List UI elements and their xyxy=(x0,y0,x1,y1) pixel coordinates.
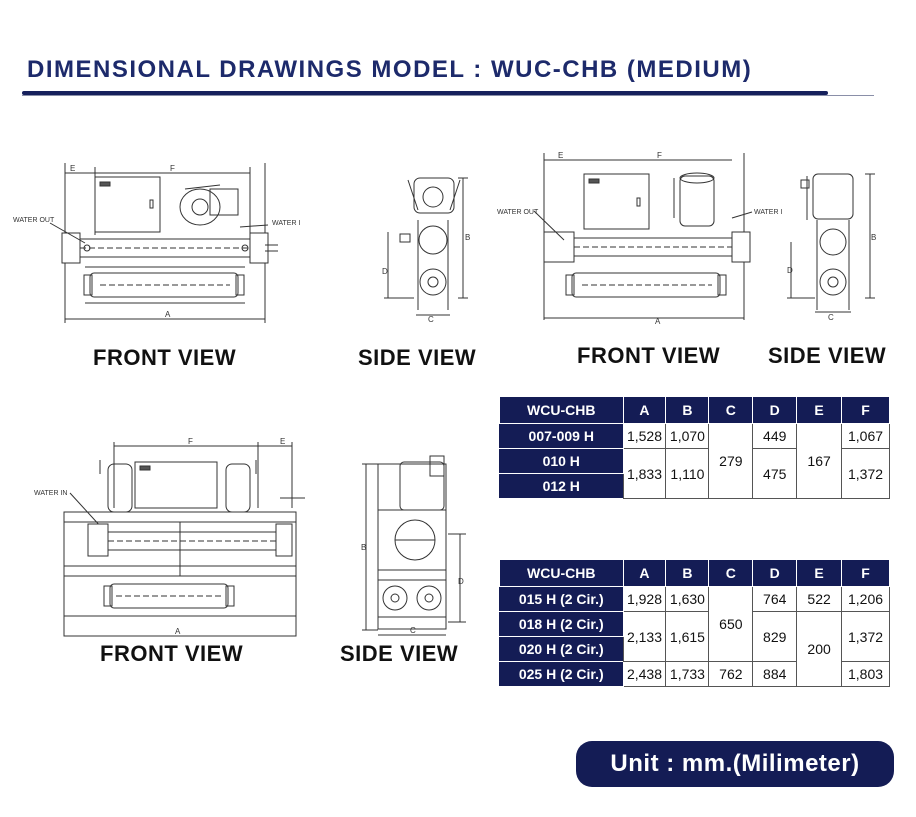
cell-d: 829 xyxy=(752,611,798,662)
water-in-label: WATER IN xyxy=(272,220,300,227)
header-c: C xyxy=(708,396,754,424)
cell-b: 1,110 xyxy=(665,448,710,499)
header-f: F xyxy=(841,559,890,587)
header-a: A xyxy=(622,559,667,587)
table-row: 025 H (2 Cir.) 2,438 1,733 762 884 1,803 xyxy=(499,661,890,687)
side-view-drawing-1: B D C xyxy=(382,177,470,324)
front-view-drawing-3: F E WATER IN WATER OUT A xyxy=(34,438,305,637)
cell-a: 1,928 xyxy=(622,586,667,612)
cell-d: 475 xyxy=(752,448,798,499)
dim-d-label: D xyxy=(787,266,793,275)
dim-f-label: F xyxy=(170,164,175,173)
table-header-row: WCU-CHB A B C D E F xyxy=(499,396,890,424)
header-b: B xyxy=(665,396,710,424)
table-row: 018 H (2 Cir.) 2,133 1,615 829 200 1,372 xyxy=(499,611,890,687)
header-e: E xyxy=(796,559,843,587)
dim-e-label: E xyxy=(70,164,75,173)
model-cell: 010 H xyxy=(499,448,624,474)
header-model: WCU-CHB xyxy=(499,559,624,587)
header-a: A xyxy=(622,396,667,424)
cell-a: 1,528 xyxy=(622,423,667,449)
water-out-label: WATER OUT xyxy=(497,209,539,216)
front-view-label-1: FRONT VIEW xyxy=(93,345,237,370)
cell-a: 2,133 xyxy=(622,611,667,662)
cell-f: 1,067 xyxy=(841,423,890,449)
cell-b: 1,070 xyxy=(665,423,710,449)
dim-f-label: F xyxy=(188,438,193,446)
dim-b-label: B xyxy=(361,543,366,552)
dim-c-label: C xyxy=(428,315,434,324)
title-hairline xyxy=(22,95,874,96)
front-view-drawing-2: E F WATER OUT WATER IN A xyxy=(497,151,782,326)
table-row: 012 H xyxy=(499,473,890,499)
cell-e: 200 xyxy=(796,611,843,687)
dim-a-label: A xyxy=(655,317,661,326)
cell-c: 650 xyxy=(708,586,754,662)
cell-b: 1,615 xyxy=(665,611,710,662)
model-cell: 007-009 H xyxy=(499,423,624,449)
cell-f: 1,803 xyxy=(841,661,890,687)
dim-c-label: C xyxy=(828,313,834,322)
dim-f-label: F xyxy=(657,151,662,160)
cell-d: 449 xyxy=(752,423,798,449)
table-header-row: WCU-CHB A B C D E F xyxy=(499,559,890,587)
dim-b-label: B xyxy=(871,233,876,242)
cell-e: 167 xyxy=(796,423,843,499)
dim-e-label: E xyxy=(558,151,563,160)
side-view-drawing-2: B D C xyxy=(787,173,876,322)
water-in-label: WATER IN xyxy=(754,209,782,216)
dim-c-label: C xyxy=(410,626,416,635)
cell-c: 279 xyxy=(708,423,754,499)
page-title: DIMENSIONAL DRAWINGS MODEL : WUC-CHB (ME… xyxy=(27,56,753,83)
header-d: D xyxy=(752,396,798,424)
cell-a: 1,833 xyxy=(622,448,667,499)
cell-a: 2,438 xyxy=(622,661,667,687)
table-row: 010 H 1,833 1,110 475 1,372 xyxy=(499,448,890,499)
header-b: B xyxy=(665,559,710,587)
dim-b-label: B xyxy=(465,233,470,242)
front-view-label-2: FRONT VIEW xyxy=(577,343,721,368)
cell-f: 1,206 xyxy=(841,586,890,612)
dim-d-label: D xyxy=(382,267,388,276)
model-cell: 025 H (2 Cir.) xyxy=(499,661,624,687)
model-cell: 020 H (2 Cir.) xyxy=(499,636,624,662)
unit-badge: Unit : mm.(Milimeter) xyxy=(576,741,894,787)
cell-b: 1,733 xyxy=(665,661,710,687)
header-d: D xyxy=(752,559,798,587)
side-view-label-1: SIDE VIEW xyxy=(358,345,477,370)
cell-f: 1,372 xyxy=(841,448,890,499)
cell-e: 522 xyxy=(796,586,843,612)
table-row: 015 H (2 Cir.) 1,928 1,630 650 764 522 1… xyxy=(499,586,890,662)
dim-e-label: E xyxy=(280,438,285,446)
side-view-drawing-3: B D C xyxy=(361,455,466,636)
dimension-table-2: WCU-CHB A B C D E F 015 H (2 Cir.) 1,928… xyxy=(499,559,890,687)
side-view-label-2: SIDE VIEW xyxy=(768,343,887,368)
title-underline xyxy=(22,91,828,95)
dimension-table-1: WCU-CHB A B C D E F 007-009 H 1,528 1,07… xyxy=(499,396,890,499)
table-row: 007-009 H 1,528 1,070 279 449 167 1,067 xyxy=(499,423,890,499)
water-in-label: WATER IN xyxy=(34,490,67,497)
cell-d: 764 xyxy=(752,586,798,612)
front-view-label-3: FRONT VIEW xyxy=(100,641,244,666)
cell-d: 884 xyxy=(752,661,798,687)
dim-d-label: D xyxy=(458,577,464,586)
dim-a-label: A xyxy=(175,627,181,636)
model-cell: 018 H (2 Cir.) xyxy=(499,611,624,637)
model-cell: 012 H xyxy=(499,473,624,499)
header-e: E xyxy=(796,396,843,424)
cell-c: 762 xyxy=(708,661,754,687)
header-c: C xyxy=(708,559,754,587)
header-model: WCU-CHB xyxy=(499,396,624,424)
water-out-label: WATER OUT xyxy=(13,217,55,224)
cell-f: 1,372 xyxy=(841,611,890,662)
front-view-drawing-1: E F WATER OUT WATER IN A xyxy=(13,163,300,323)
side-view-label-3: SIDE VIEW xyxy=(340,641,459,666)
dim-a-label: A xyxy=(165,310,171,319)
header-f: F xyxy=(841,396,890,424)
model-cell: 015 H (2 Cir.) xyxy=(499,586,624,612)
cell-b: 1,630 xyxy=(665,586,710,612)
